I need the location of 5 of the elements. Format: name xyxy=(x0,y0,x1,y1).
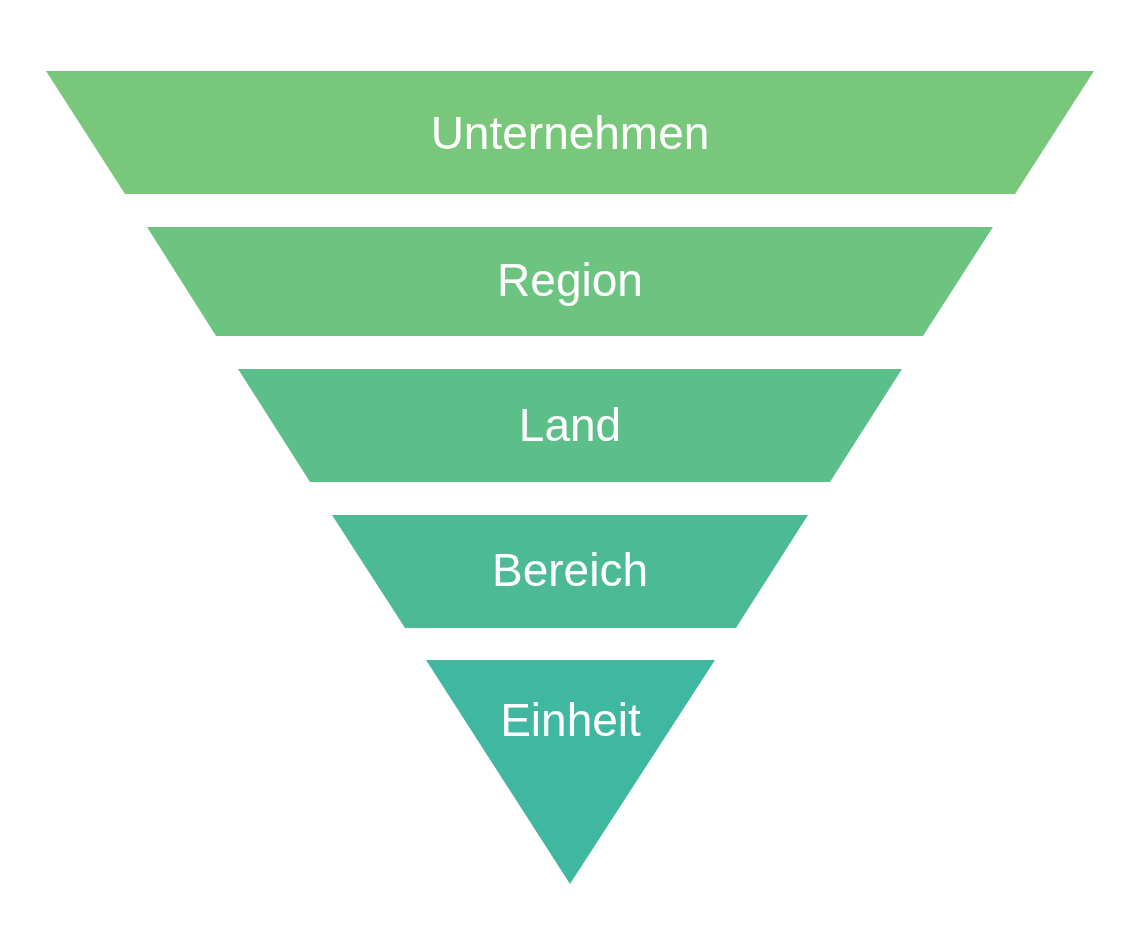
level-label: Einheit xyxy=(499,693,642,747)
level-label: Region xyxy=(496,253,644,307)
level-label: Unternehmen xyxy=(429,106,711,160)
level-label: Land xyxy=(517,398,623,452)
level-label: Bereich xyxy=(491,543,649,597)
